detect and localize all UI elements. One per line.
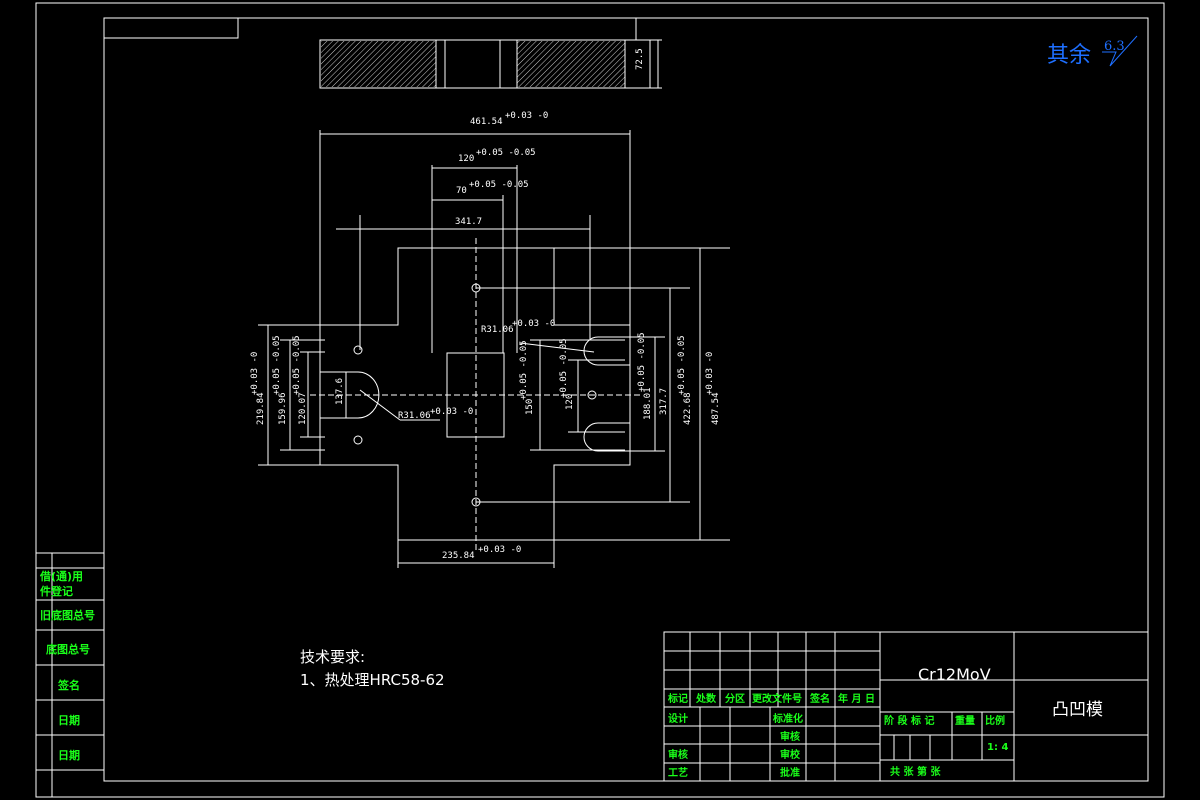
dim-section-height: 72.5	[635, 48, 645, 70]
dim-r31-bottom: R31.06	[398, 411, 431, 421]
dim-219-tol: +0.03 -0	[250, 352, 260, 395]
scale-value: 1: 4	[987, 742, 1008, 753]
dim-235: 235.84	[442, 551, 475, 561]
dim-120-v-tol: +0.05 -0.05	[559, 338, 569, 398]
dim-150-tol: +0.05 -0.05	[519, 340, 529, 400]
requirements-item-1: 1、热处理HRC58-62	[300, 671, 445, 689]
tb-sheets: 共 张 第 张	[890, 765, 941, 778]
dim-317: 317.7	[659, 388, 669, 415]
dim-r31-top-tol: +0.03 -0	[512, 319, 555, 329]
tb-design: 设计	[668, 712, 688, 725]
tb-change-doc: 更改文件号	[752, 692, 802, 705]
tb-check: 审核	[668, 748, 688, 761]
inner-border	[103, 17, 1149, 782]
dim-150: 150	[525, 399, 535, 415]
roughness-icon	[1102, 35, 1138, 67]
material-label: Cr12MoV	[918, 665, 991, 684]
tb-scale: 比例	[985, 714, 1005, 727]
dim-r31-bottom-tol: +0.03 -0	[430, 407, 473, 417]
tb-review: 审核	[780, 730, 800, 743]
dim-overall-width-tol: +0.03 -0	[505, 111, 548, 121]
tb-mark: 标记	[667, 692, 688, 705]
dim-487-tol: +0.03 -0	[705, 352, 715, 395]
tb-process: 工艺	[668, 766, 688, 779]
tb-weight: 重量	[955, 714, 975, 727]
dim-120-07-tol: +0.05 -0.05	[292, 335, 302, 395]
side-label-old-drawing: 旧底图总号	[40, 608, 95, 622]
dim-341: 341.7	[455, 217, 482, 227]
tb-stage-mark: 阶 段 标 记	[884, 714, 934, 727]
dim-235-tol: +0.03 -0	[478, 545, 521, 555]
side-label-borrow: 借(通)用	[39, 569, 83, 583]
dim-120-v: 120	[565, 394, 575, 410]
dim-188: 188.01	[643, 387, 653, 420]
side-label-drawing-no: 底图总号	[46, 642, 90, 656]
section-view: 72.5	[319, 18, 662, 89]
tb-date: 年 月 日	[838, 692, 875, 705]
tb-count: 处数	[695, 692, 717, 705]
dim-120-tol: +0.05 -0.05	[476, 148, 536, 158]
side-label-register: 件登记	[40, 584, 73, 598]
dim-137: 137.6	[335, 378, 345, 405]
roughness-label: 其余	[1047, 43, 1091, 68]
side-column	[36, 552, 104, 797]
tb-signature: 签名	[809, 692, 830, 705]
dim-70-tol: +0.05 -0.05	[469, 180, 529, 190]
dim-219: 219.84	[256, 392, 266, 425]
roughness-value: 6.3	[1104, 39, 1125, 54]
title-block	[663, 631, 1149, 782]
requirements-title: 技术要求:	[300, 648, 365, 666]
dim-overall-width: 461.54	[470, 117, 503, 127]
side-label-date-2: 日期	[58, 748, 80, 762]
side-label-date-1: 日期	[58, 713, 80, 727]
side-label-sign: 签名	[57, 678, 80, 692]
dim-487: 487.54	[711, 392, 721, 425]
dim-422: 422.68	[683, 392, 693, 425]
dim-159-tol: +0.05 -0.05	[272, 335, 282, 395]
dim-422-tol: +0.05 -0.05	[677, 335, 687, 395]
dim-70-width: 70	[456, 186, 467, 196]
dim-120-07: 120.07	[298, 392, 308, 425]
corner-code-box	[103, 17, 239, 39]
tb-approve: 批准	[780, 766, 800, 779]
tb-audit: 审校	[780, 748, 801, 761]
dim-188-tol: +0.05 -0.05	[637, 332, 647, 392]
dim-r31-top: R31.06	[481, 325, 514, 335]
plan-view	[258, 130, 730, 568]
part-name: 凸凹模	[1052, 700, 1103, 720]
tb-zone: 分区	[725, 692, 745, 705]
dim-159: 159.96	[278, 392, 288, 425]
outer-border	[35, 2, 1165, 798]
dim-120-width: 120	[458, 154, 474, 164]
tb-standardize: 标准化	[772, 712, 803, 725]
